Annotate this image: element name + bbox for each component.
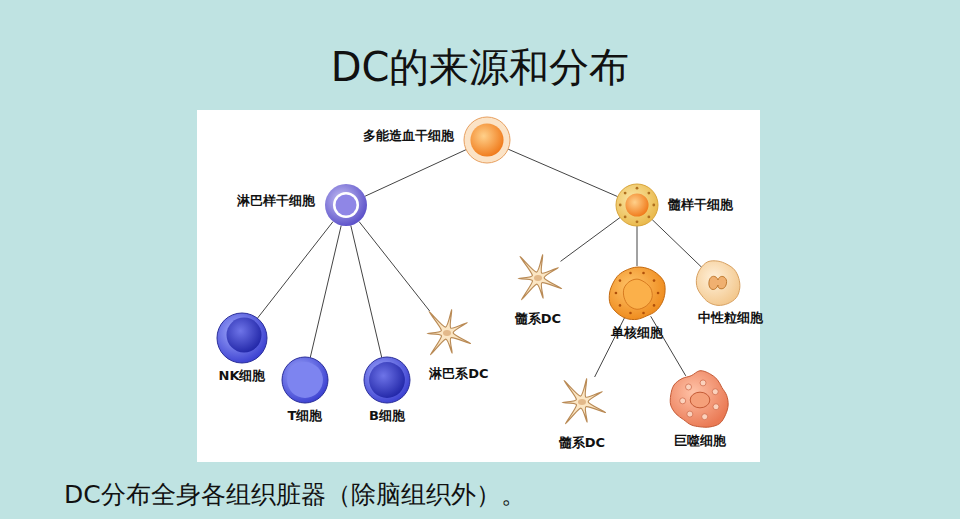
lineage-line — [365, 150, 466, 197]
cell-shape — [417, 303, 477, 363]
cell-drawing — [696, 261, 740, 306]
cell-node: 髓样干细胞 — [614, 182, 660, 228]
cell-label: 髓系DC — [559, 434, 605, 452]
lineage-line — [508, 149, 618, 197]
cell-label: 单核细胞 — [611, 324, 663, 342]
cell-drawing — [562, 379, 605, 424]
cell-drawing — [427, 310, 470, 355]
cell-shape — [552, 372, 612, 432]
caption: DC分布全身各组织脏器（除脑组织外）。 — [64, 478, 526, 511]
cell-drawing — [609, 267, 665, 320]
cell-label: NK细胞 — [219, 367, 266, 385]
cell-node: 中性粒细胞 — [694, 259, 742, 307]
cell-node: B细胞 — [362, 355, 412, 405]
cell-label: 多能造血干细胞 — [363, 127, 454, 145]
cell-label: 巨噬细胞 — [674, 432, 726, 450]
cell-shape — [508, 248, 568, 308]
cell-node: 多能造血干细胞 — [462, 115, 512, 165]
title: DC的来源和分布 — [0, 40, 960, 95]
cell-drawing — [518, 255, 561, 300]
cell-shape — [608, 264, 666, 322]
cell-label: B细胞 — [369, 407, 405, 425]
cell-node: 淋巴样干细胞 — [323, 182, 369, 228]
cell-shape — [280, 355, 330, 405]
cell-label: 髓系DC — [515, 310, 561, 328]
cell-node: NK细胞 — [215, 311, 269, 365]
cell-label: 淋巴系DC — [429, 365, 488, 383]
cell-drawing — [616, 184, 658, 226]
lineage-line — [257, 222, 333, 319]
cell-label: T细胞 — [288, 407, 323, 425]
lineage-line — [359, 221, 430, 311]
lineage-line — [637, 226, 638, 266]
cell-shape — [323, 182, 369, 228]
lineage-line — [652, 220, 702, 268]
cell-shape — [614, 182, 660, 228]
cell-shape — [670, 370, 730, 430]
cell-drawing — [464, 117, 510, 163]
cell-shape — [462, 115, 512, 165]
lineage-line — [310, 225, 341, 357]
cell-shape — [362, 355, 412, 405]
cell-drawing — [364, 357, 410, 403]
cell-shape — [215, 311, 269, 365]
white-panel — [197, 110, 760, 462]
cell-label: 髓样干细胞 — [668, 196, 733, 214]
cell-label: 中性粒细胞 — [698, 309, 763, 327]
cell-node: 单核细胞 — [608, 264, 666, 322]
cell-node: 淋巴系DC — [417, 303, 477, 363]
cell-label: 淋巴样干细胞 — [237, 192, 315, 210]
lineage-line — [561, 217, 621, 261]
lineage-line — [351, 225, 382, 357]
cell-drawing — [325, 184, 367, 226]
cell-node: T细胞 — [280, 355, 330, 405]
cell-drawing — [217, 313, 267, 363]
cell-drawing — [282, 357, 328, 403]
cell-node: 髓系DC — [552, 372, 612, 432]
cell-shape — [694, 259, 742, 307]
cell-drawing — [670, 371, 728, 428]
cell-node: 巨噬细胞 — [670, 370, 730, 430]
cell-node: 髓系DC — [508, 248, 568, 308]
